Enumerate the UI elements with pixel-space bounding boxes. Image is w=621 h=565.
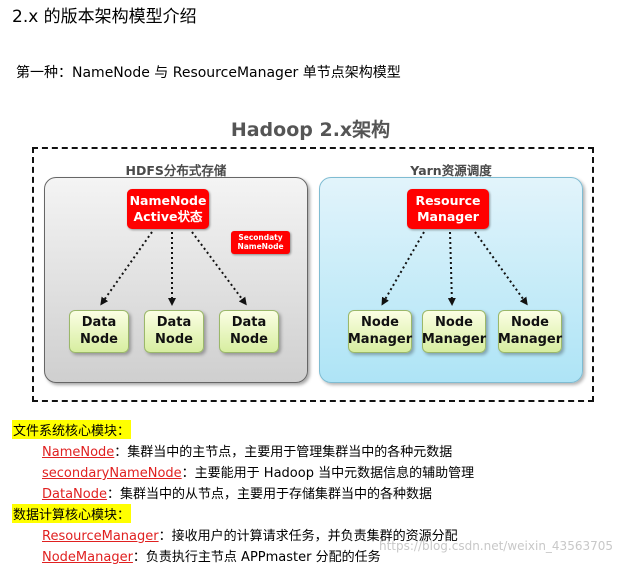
diagram-title: Hadoop 2.x架构 xyxy=(230,119,391,141)
list-item: ResourceManager：接收用户的计算请求任务，并负责集群的资源分配 xyxy=(42,525,458,544)
nodemanager-label-1: Node xyxy=(435,314,473,330)
list-item: DataNode：集群当中的从节点，主要用于存储集群当中的各种数据 xyxy=(42,483,432,502)
list-item: NodeManager：负责执行主节点 APPmaster 分配的任务 xyxy=(42,546,381,565)
term-description: ：接收用户的计算请求任务，并负责集群的资源分配 xyxy=(158,529,458,544)
term-secondarynamenode: secondaryNameNode xyxy=(42,466,182,481)
nodemanager-label-1: Node xyxy=(361,314,399,330)
list-item: secondaryNameNode：主要能用于 Hadoop 当中元数据信息的辅… xyxy=(42,462,474,481)
nodemanager-label-2: Manager xyxy=(421,331,487,347)
term-namenode: NameNode xyxy=(42,445,115,460)
nodemanager-label-1: Node xyxy=(511,314,549,330)
yarn-panel-title: Yarn资源调度 xyxy=(410,163,492,178)
datanode-label-1: Data xyxy=(156,314,192,330)
rm-label-1: Resource xyxy=(415,193,481,209)
term-description: ：集群当中的主节点，主要用于管理集群当中的各种元数据 xyxy=(114,445,453,460)
section-heading-filesystem: 文件系统核心模块： xyxy=(12,420,132,439)
subtitle: 第一种：NameNode 与 ResourceManager 单节点架构模型 xyxy=(16,65,401,81)
term-description: ：负责执行主节点 APPmaster 分配的任务 xyxy=(132,550,381,565)
hdfs-panel-title: HDFS分布式存储 xyxy=(125,163,227,178)
namenode-label: NameNode xyxy=(129,193,207,209)
term-description: ：主要能用于 Hadoop 当中元数据信息的辅助管理 xyxy=(181,466,475,481)
datanode-label-2: Node xyxy=(80,331,118,347)
datanode-label-2: Node xyxy=(155,331,193,347)
architecture-frame xyxy=(32,147,594,402)
nodemanager-label-2: Manager xyxy=(347,331,413,347)
nodemanager-label-2: Manager xyxy=(497,331,563,347)
term-nodemanager: NodeManager xyxy=(42,550,133,565)
namenode-state-label: Active状态 xyxy=(133,209,203,224)
datanode-label-1: Data xyxy=(81,314,117,330)
secondary-namenode-box: Secondaty NameNode xyxy=(231,231,290,254)
watermark: https://blog.csdn.net/weixin_43563705 xyxy=(378,539,613,553)
secondary-label-1: Secondaty xyxy=(238,232,283,242)
term-description: ：集群当中的从节点，主要用于存储集群当中的各种数据 xyxy=(106,487,432,502)
namenode-box: NameNode Active状态 xyxy=(127,189,209,229)
resourcemanager-box: Resource Manager xyxy=(407,189,489,229)
document-title: 2.x 的版本架构模型介绍 xyxy=(12,7,197,27)
term-resourcemanager: ResourceManager xyxy=(42,529,159,544)
datanode-label-1: Data xyxy=(231,314,267,330)
datanode-label-2: Node xyxy=(230,331,268,347)
rm-label-2: Manager xyxy=(417,209,479,224)
term-datanode: DataNode xyxy=(42,487,107,502)
section-heading-compute: 数据计算核心模块： xyxy=(12,504,132,523)
list-item: NameNode：集群当中的主节点，主要用于管理集群当中的各种元数据 xyxy=(42,441,452,460)
secondary-label-2: NameNode xyxy=(237,241,284,251)
